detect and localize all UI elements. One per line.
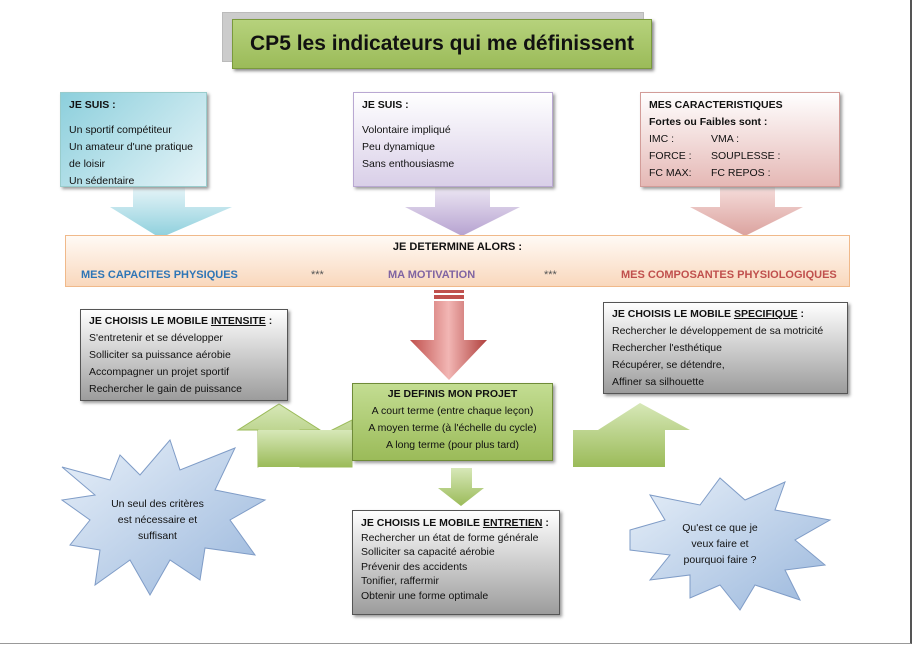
box-subheading: Fortes ou Faibles sont :: [649, 116, 768, 128]
field-fc-max: FC MAX:: [649, 167, 692, 179]
list-item: Récupérer, se détendre,: [612, 359, 725, 371]
box-je-suis-profile: JE SUIS : Un sportif compétiteur Un amat…: [60, 92, 207, 187]
band-capacites: MES CAPACITES PHYSIQUES: [81, 269, 238, 281]
list-item: A court terme (entre chaque leçon): [371, 405, 534, 417]
box-projet: JE DEFINIS MON PROJET A court terme (ent…: [352, 383, 553, 461]
determine-band: JE DETERMINE ALORS : MES CAPACITES PHYSI…: [65, 235, 850, 287]
burst-shape-left: [60, 439, 267, 597]
burst-note-left: Un seul des critères est nécessaire et s…: [111, 498, 204, 542]
box-je-suis-motivation: JE SUIS : Volontaire impliqué Peu dynami…: [353, 92, 553, 187]
list-item: Peu dynamique: [362, 141, 435, 153]
field-fc-repos: FC REPOS :: [711, 167, 771, 179]
list-item: Un sportif compétiteur: [69, 124, 172, 136]
box-heading: JE SUIS :: [69, 99, 116, 111]
list-item: S'entretenir et se développer: [89, 332, 223, 344]
arrow-bend-left-green: [258, 430, 352, 467]
box-heading: JE CHOISIS LE MOBILE ENTRETIEN :: [361, 517, 549, 529]
box-mobile-specifique: JE CHOISIS LE MOBILE SPECIFIQUE : Recher…: [603, 302, 848, 394]
band-motivation: MA MOTIVATION: [388, 269, 476, 281]
arrow-down-purple: [405, 187, 520, 236]
list-item: Rechercher un état de forme générale: [361, 531, 539, 544]
box-heading: JE CHOISIS LE MOBILE INTENSITE :: [89, 315, 273, 327]
box-heading: JE SUIS :: [362, 99, 409, 111]
list-item: Affiner sa silhouette: [612, 376, 705, 388]
list-item: A long terme (pour plus tard): [385, 439, 520, 451]
list-item: Volontaire impliqué: [362, 124, 451, 136]
list-item: Un sédentaire: [69, 175, 135, 187]
field-souplesse: SOUPLESSE :: [711, 150, 781, 162]
field-force: FORCE :: [649, 150, 692, 162]
list-item: Rechercher l'esthétique: [612, 342, 722, 354]
list-item: Rechercher le gain de puissance: [89, 383, 242, 395]
box-mobile-entretien: JE CHOISIS LE MOBILE ENTRETIEN : Recherc…: [352, 510, 560, 615]
box-caracteristiques: MES CARACTERISTIQUES Fortes ou Faibles s…: [640, 92, 840, 187]
field-vma: VMA :: [711, 133, 740, 145]
band-separator: ***: [544, 269, 557, 281]
band-composantes: MES COMPOSANTES PHYSIOLOGIQUES: [621, 269, 837, 281]
arrow-down-pink: [690, 187, 803, 236]
list-item: Solliciter sa capacité aérobie: [361, 546, 495, 558]
list-item: Obtenir une forme optimale: [361, 589, 489, 602]
page-title: CP5 les indicateurs qui me définissent: [232, 19, 652, 69]
field-imc: IMC :: [649, 133, 675, 145]
list-item: Prévenir des accidents: [361, 560, 468, 573]
box-heading: JE DEFINIS MON PROJET: [387, 388, 518, 400]
list-item: Rechercher le développement de sa motric…: [612, 325, 824, 337]
list-item: Accompagner un projet sportif: [89, 366, 230, 378]
list-item: Un amateur d'une pratique de loisir: [69, 141, 194, 170]
list-item: Tonifier, raffermir: [361, 575, 439, 587]
burst-note-right: Qu'est ce que je veux faire et pourquoi …: [682, 522, 758, 566]
list-item: Sans enthousiasme: [362, 158, 455, 170]
burst-shape-right: [629, 477, 832, 611]
box-mobile-intensite: JE CHOISIS LE MOBILE INTENSITE : S'entre…: [80, 309, 288, 401]
arrow-bend-right-green: [573, 403, 690, 467]
arrow-down-blue: [110, 187, 232, 238]
band-heading: JE DETERMINE ALORS :: [392, 241, 523, 253]
list-item: A moyen terme (à l'échelle du cycle): [368, 422, 537, 434]
box-heading: MES CARACTERISTIQUES: [649, 99, 783, 111]
band-separator: ***: [311, 269, 324, 281]
box-heading: JE CHOISIS LE MOBILE SPECIFIQUE :: [612, 308, 804, 320]
arrow-down-red: [410, 290, 487, 380]
arrow-down-green: [438, 468, 484, 506]
list-item: Solliciter sa puissance aérobie: [89, 349, 231, 361]
